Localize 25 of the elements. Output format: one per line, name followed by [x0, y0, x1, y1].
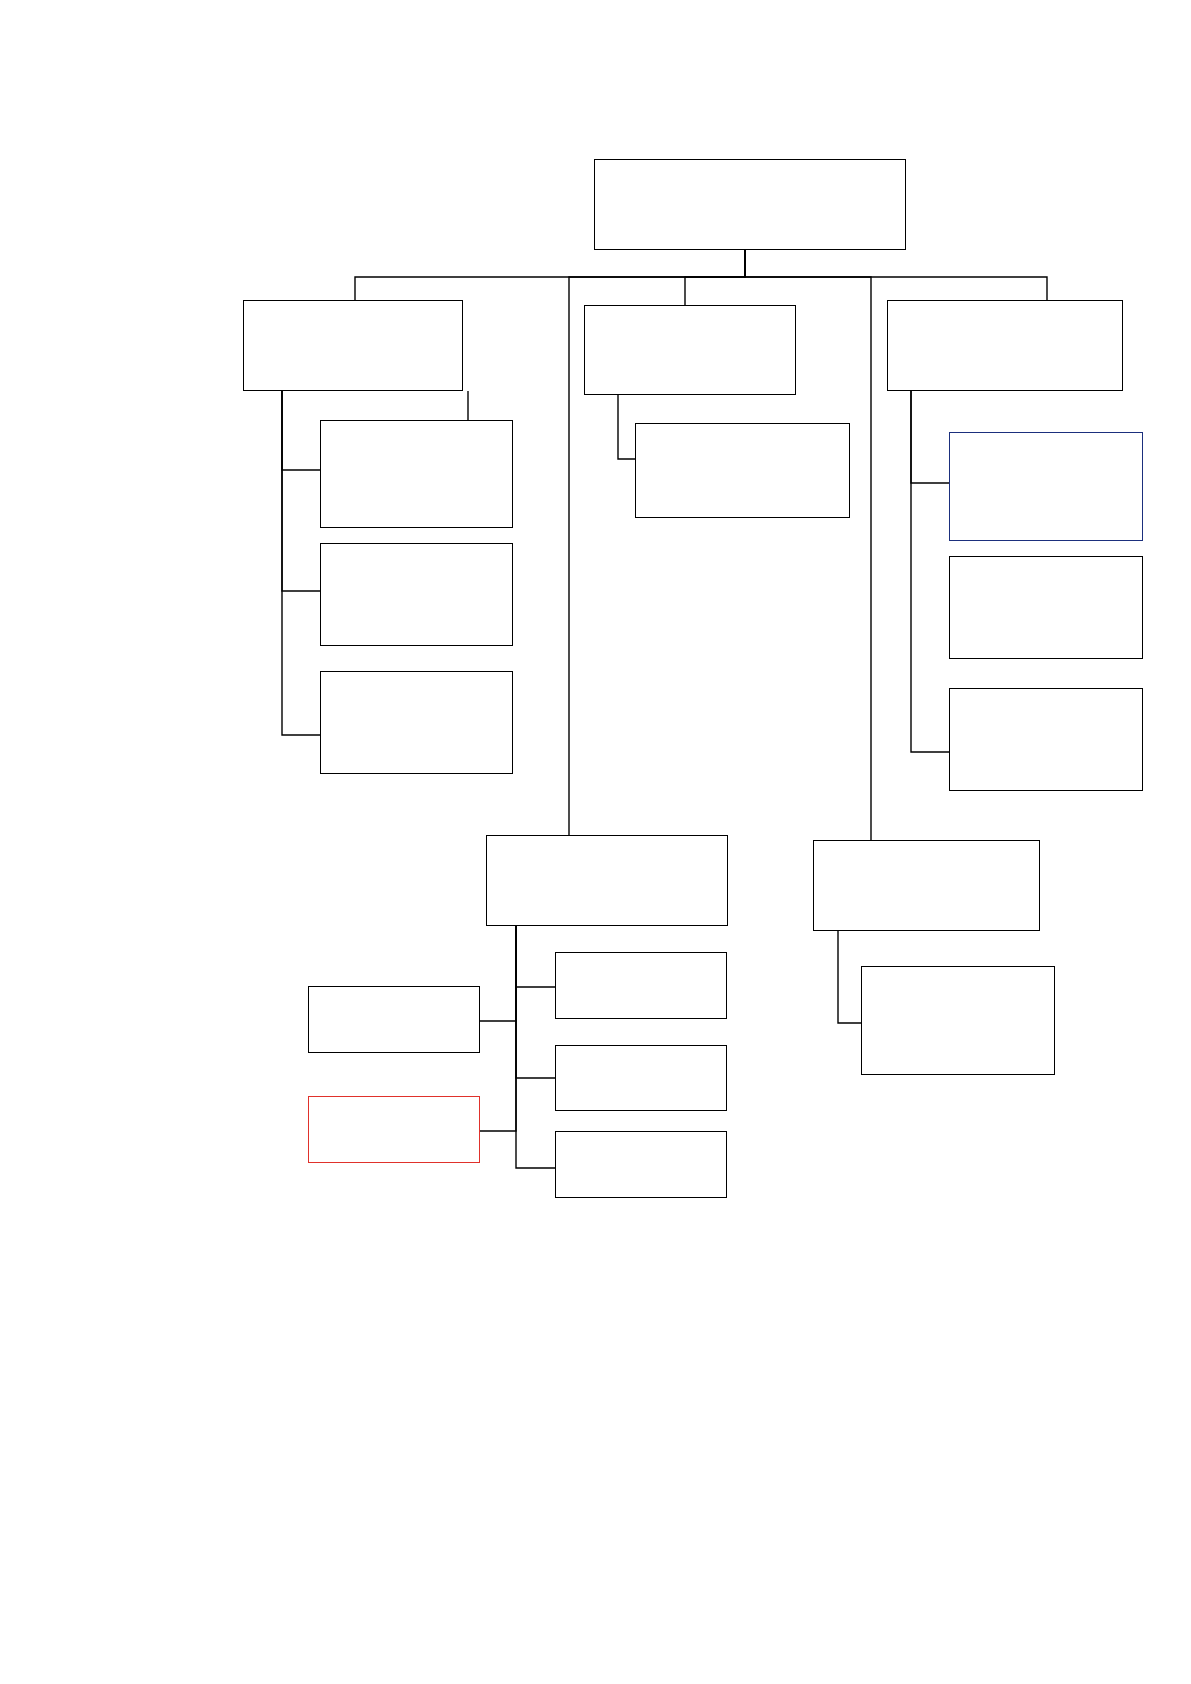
- org-chart-box: [555, 952, 727, 1019]
- org-chart-box: [949, 556, 1143, 659]
- org-chart-box: [584, 305, 796, 395]
- org-chart-box: [308, 986, 480, 1053]
- org-chart-box: [887, 300, 1123, 391]
- org-chart-box: [320, 543, 513, 646]
- connector-line: [281, 390, 321, 736]
- connector-line: [837, 930, 862, 1024]
- org-chart-box: [635, 423, 850, 518]
- org-chart-box: [320, 671, 513, 774]
- org-chart-box: [243, 300, 463, 391]
- connector-line: [515, 925, 556, 1169]
- org-chart-box: [813, 840, 1040, 931]
- org-chart-box: [320, 420, 513, 528]
- org-chart-box: [594, 159, 906, 250]
- org-chart-box: [949, 688, 1143, 791]
- connector-line: [467, 390, 469, 421]
- connector-line: [617, 394, 636, 460]
- org-chart-box: [861, 966, 1055, 1075]
- org-chart-box: [949, 432, 1143, 541]
- connector-line: [910, 390, 950, 753]
- org-chart-box: [555, 1045, 727, 1111]
- org-chart-box: [486, 835, 728, 926]
- org-chart-box: [308, 1096, 480, 1163]
- org-chart-box: [555, 1131, 727, 1198]
